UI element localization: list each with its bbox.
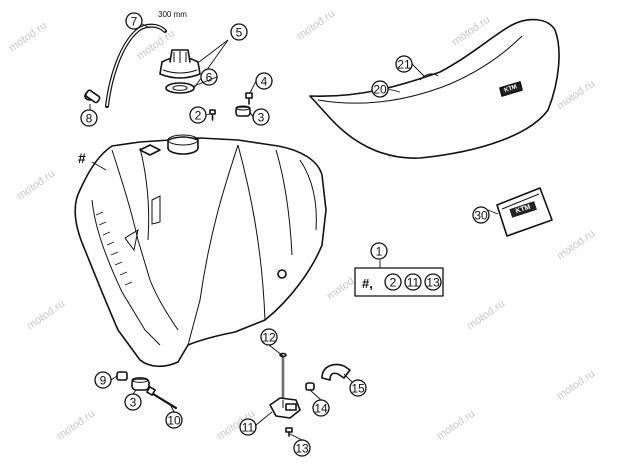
watermark-text: motod.ru — [15, 168, 57, 203]
watermark-text: motod.ru — [555, 228, 597, 263]
tank-bolt-assembly — [116, 371, 178, 410]
watermark-text: motod.ru — [555, 368, 597, 403]
seat-screw — [245, 92, 253, 105]
callout-21: 21 — [395, 55, 413, 73]
hose-clip — [305, 382, 315, 391]
leader-line — [110, 375, 118, 381]
callout-1: 1 — [370, 242, 388, 260]
rubber-bushing — [235, 105, 251, 117]
seat-logo: KTM — [504, 84, 518, 94]
svg-text:21: 21 — [397, 58, 411, 72]
kit-item-2: 2 — [384, 273, 402, 291]
callout-10: 10 — [165, 411, 183, 429]
leader-line — [255, 411, 273, 426]
svg-text:2: 2 — [390, 276, 397, 290]
leader-line — [141, 23, 151, 29]
seat: KTM — [309, 18, 560, 159]
callout-20: 20 — [371, 80, 389, 98]
leader-line — [249, 80, 257, 94]
callout-layer: 7 5 6 8 4 2 3 21 20 30 1 12 11 13 14 15 9 3 10 2 11 13 — [80, 12, 499, 457]
svg-text:4: 4 — [261, 75, 268, 89]
petcock-screw — [285, 427, 293, 437]
fuel-cap — [159, 49, 201, 79]
svg-text:9: 9 — [100, 374, 107, 388]
watermark-text: motod.ru — [7, 20, 49, 55]
tank-marker: # — [78, 150, 86, 166]
svg-text:10: 10 — [167, 414, 181, 428]
svg-text:20: 20 — [373, 83, 387, 97]
rubber-3 — [131, 378, 150, 391]
callout-13: 13 — [293, 439, 311, 457]
callout-9: 9 — [94, 371, 112, 389]
svg-text:7: 7 — [131, 15, 138, 29]
callout-3: 3 — [124, 393, 142, 411]
callout-8: 8 — [80, 109, 98, 127]
cap-gasket — [165, 82, 195, 94]
leader-line — [387, 88, 401, 93]
leader-line — [289, 433, 303, 441]
kit-item-11: 11 — [404, 273, 422, 291]
callout-14: 14 — [312, 399, 330, 417]
hose-fitting — [84, 89, 101, 110]
svg-text:3: 3 — [258, 111, 265, 125]
svg-text:1: 1 — [376, 245, 383, 259]
fuel-petcock — [269, 352, 301, 419]
leader-line — [343, 373, 353, 383]
brand-decal: KTM — [496, 187, 553, 237]
svg-text:14: 14 — [314, 402, 328, 416]
leader-tank — [91, 161, 107, 171]
svg-text:30: 30 — [474, 209, 488, 223]
kit-prefix: #, — [362, 276, 373, 291]
callout-11: 11 — [239, 418, 257, 436]
small-screw — [209, 109, 216, 121]
callout-12: 12 — [260, 328, 278, 346]
leader-line — [205, 113, 211, 116]
leader-5a — [198, 39, 229, 63]
leader-line — [249, 111, 254, 118]
leader-line — [193, 76, 218, 87]
leader-line — [268, 344, 284, 357]
callout-5: 5 — [230, 23, 248, 41]
callout-7: 7 — [125, 12, 143, 30]
fuel-hose — [105, 23, 167, 108]
hose-length-label: 300 mm — [158, 10, 187, 19]
watermark-text: motod.ru — [295, 8, 337, 43]
watermark-text: motod.ru — [465, 298, 507, 333]
svg-text:11: 11 — [407, 276, 420, 290]
svg-text:8: 8 — [86, 112, 93, 126]
svg-text:15: 15 — [351, 382, 365, 396]
svg-text:13: 13 — [295, 442, 309, 456]
bushing-9 — [116, 371, 128, 381]
decal-logo: KTM — [515, 204, 532, 215]
callout-15: 15 — [349, 379, 367, 397]
leader-line — [169, 403, 175, 413]
leader-line — [487, 209, 499, 215]
leader-line — [411, 63, 425, 77]
svg-text:5: 5 — [236, 26, 243, 40]
fuel-tank — [74, 134, 327, 368]
svg-text:6: 6 — [206, 71, 213, 85]
watermark-text: motod.ru — [555, 78, 597, 113]
svg-text:2: 2 — [195, 109, 202, 123]
svg-text:13: 13 — [426, 276, 440, 290]
kit-item-13: 13 — [424, 273, 442, 291]
leader-5b — [193, 39, 229, 89]
watermark-text: motod.ru — [435, 408, 477, 443]
svg-text:3: 3 — [130, 396, 137, 410]
watermark-text: motod.ru — [25, 298, 67, 333]
callout-2: 2 — [189, 106, 207, 124]
leader-line — [132, 389, 137, 395]
callout-3: 3 — [252, 108, 270, 126]
svg-text:11: 11 — [242, 421, 255, 435]
leader-line — [309, 389, 322, 401]
callout-30: 30 — [472, 206, 490, 224]
watermark-text: motod.ru — [55, 408, 97, 443]
svg-text:12: 12 — [262, 331, 276, 345]
callout-4: 4 — [255, 72, 273, 90]
hose-elbow — [321, 363, 351, 381]
